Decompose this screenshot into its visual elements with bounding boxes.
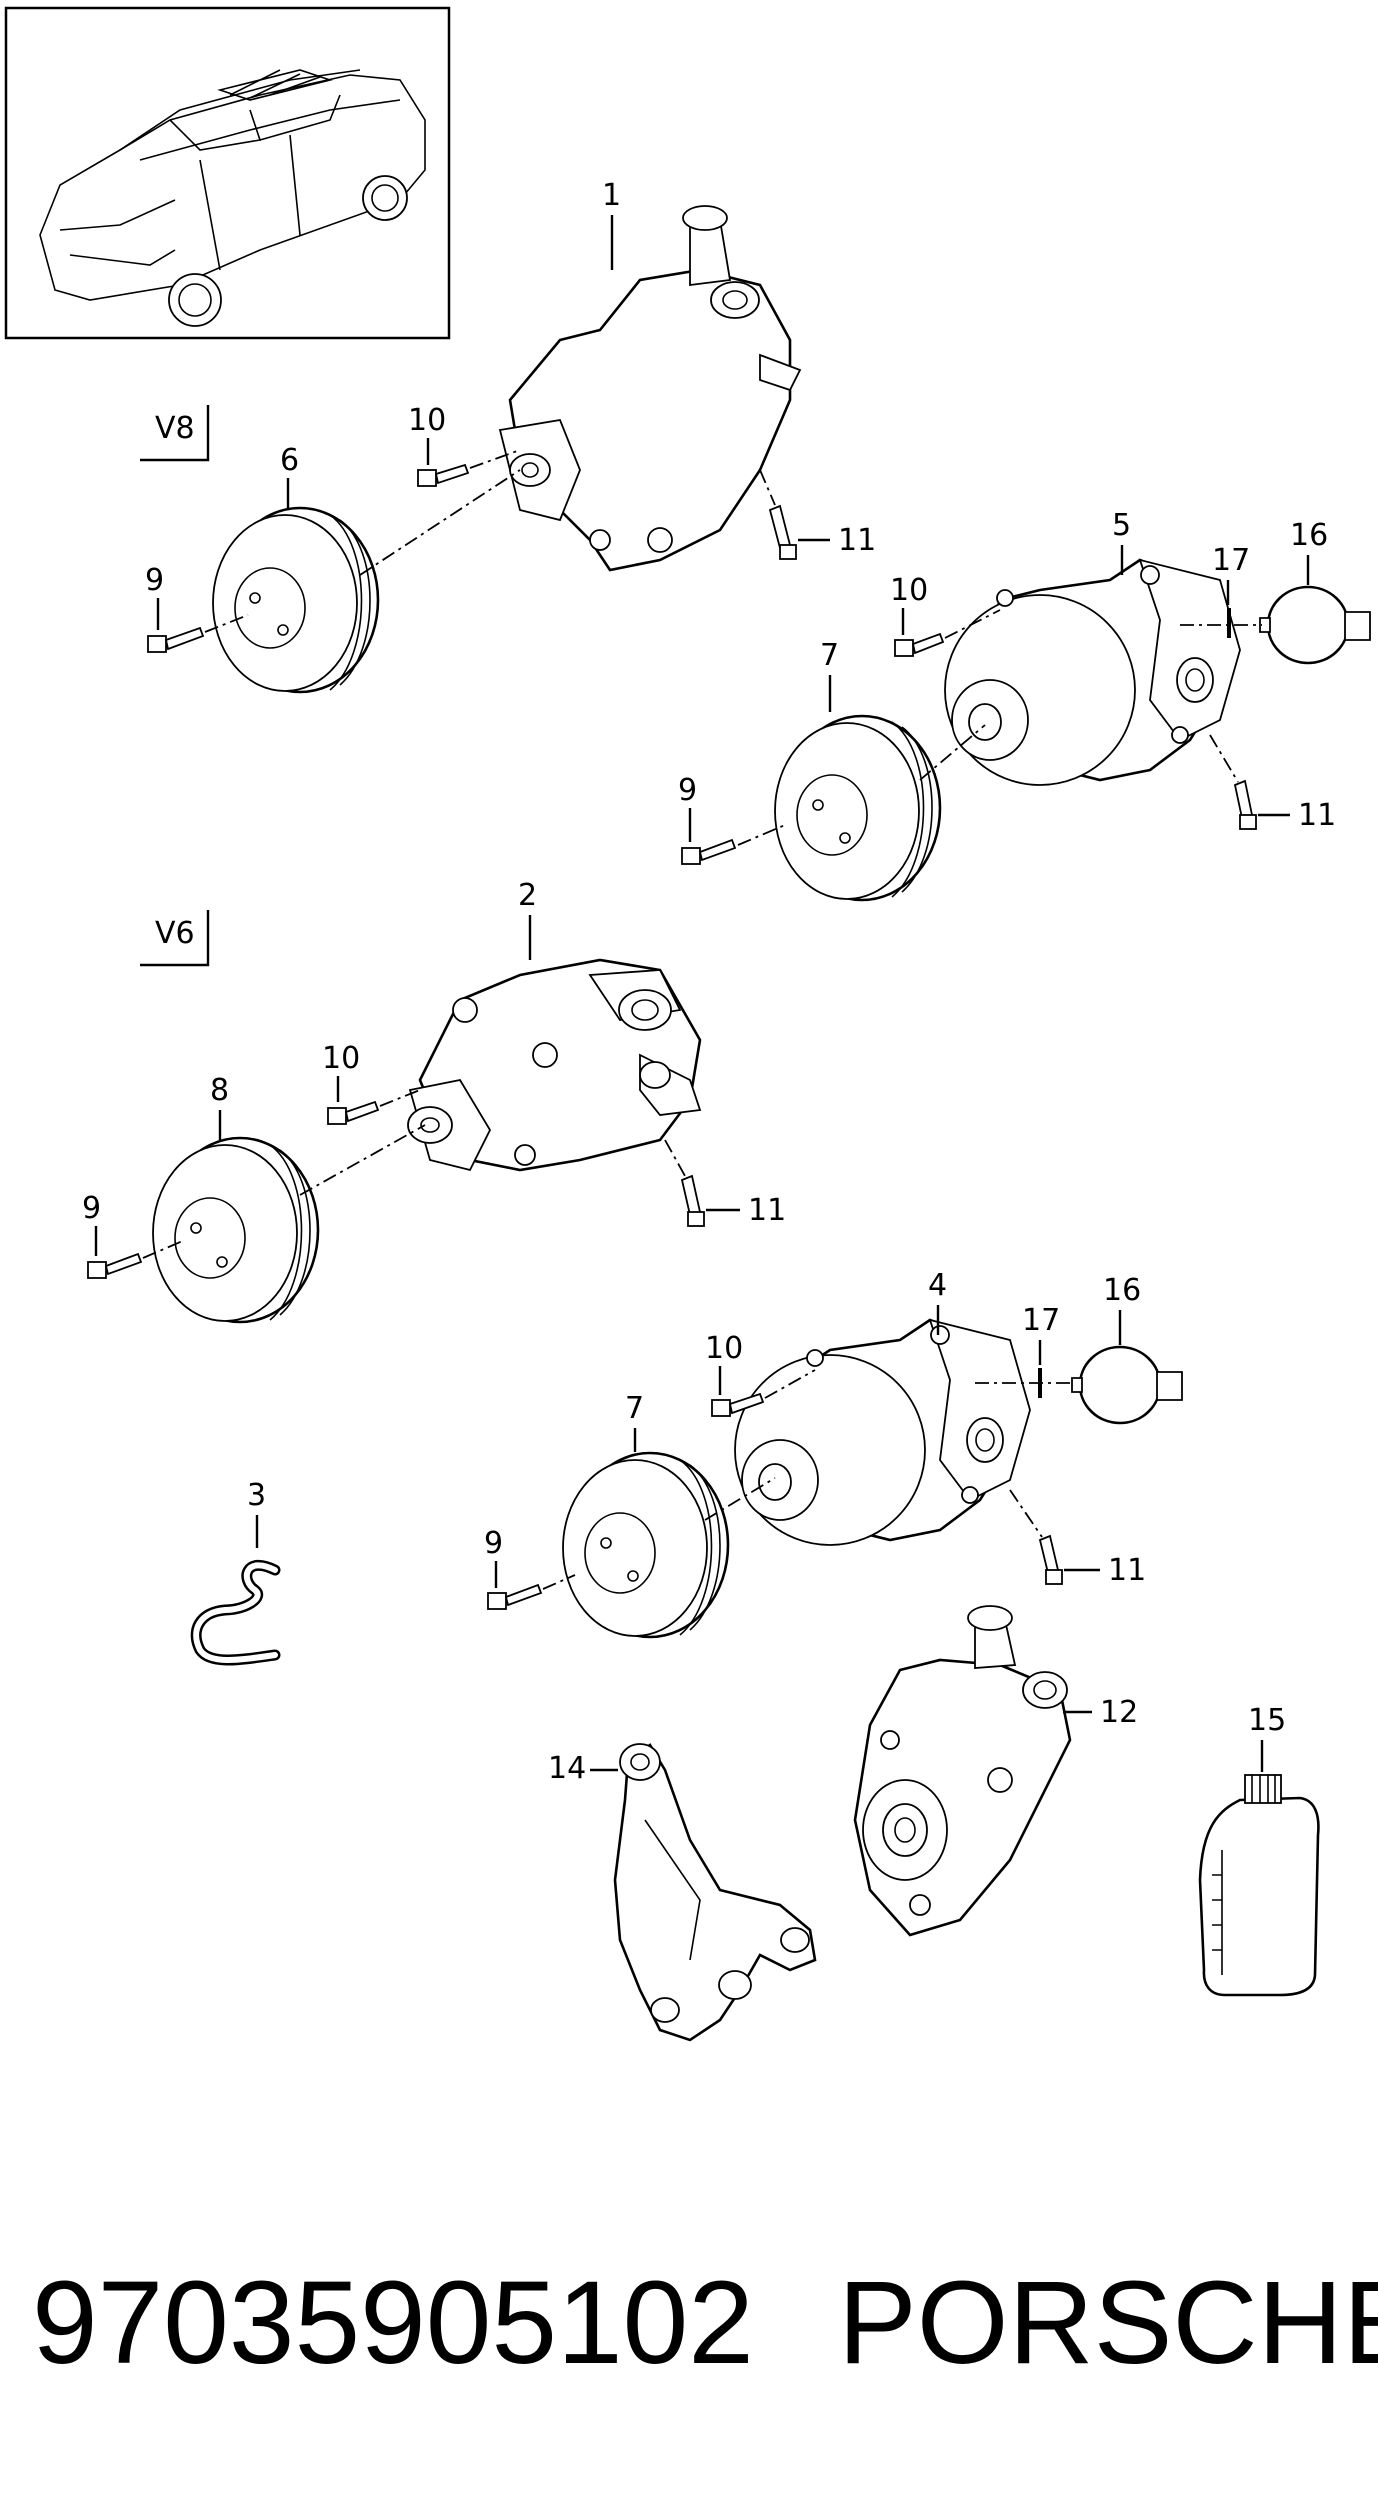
- callout-12: 12: [1100, 1695, 1138, 1730]
- power-steering-pump-12: [853, 1605, 1072, 1937]
- reservoir-16: [1071, 1345, 1183, 1425]
- bolt-11: [1233, 779, 1257, 830]
- part-number: 97035905102: [32, 2257, 754, 2389]
- callout-7: 7: [625, 1391, 644, 1426]
- callout-11: 11: [838, 523, 876, 558]
- pulley-6: [212, 506, 380, 694]
- callout-15: 15: [1248, 1703, 1286, 1738]
- callout-16: 16: [1290, 518, 1328, 553]
- callout-17: 17: [1212, 543, 1250, 578]
- vehicle-thumbnail: [4, 6, 451, 340]
- svg-text:V8: V8: [155, 411, 195, 446]
- power-steering-pump-5: [944, 558, 1241, 786]
- callout-11: 11: [1298, 798, 1336, 833]
- callout-10: 10: [408, 403, 446, 438]
- fluid-bottle-15: [1198, 1774, 1320, 1997]
- callout-7: 7: [820, 638, 839, 673]
- callout-10: 10: [705, 1331, 743, 1366]
- callout-8: 8: [210, 1073, 229, 1108]
- variant-label-v8: V8: [140, 405, 210, 462]
- power-steering-pump-2: [407, 958, 702, 1172]
- bolt-10: [417, 463, 470, 487]
- callout-9: 9: [145, 563, 164, 598]
- bolt-11: [768, 504, 797, 560]
- bolt-11: [680, 1174, 705, 1227]
- callout-3: 3: [247, 1478, 266, 1513]
- bracket-14: [613, 1743, 817, 2042]
- bolt-11: [1038, 1534, 1063, 1585]
- brand-name: PORSCHE: [838, 2257, 1378, 2389]
- callout-9: 9: [82, 1191, 101, 1226]
- seal-ring-17: [1227, 608, 1231, 638]
- bolt-9: [487, 1583, 543, 1610]
- callout-11: 11: [748, 1193, 786, 1228]
- bolt-10: [894, 632, 945, 657]
- bolt-9: [147, 626, 205, 653]
- callout-1: 1: [602, 178, 621, 213]
- svg-text:V6: V6: [155, 916, 195, 951]
- callout-17: 17: [1022, 1303, 1060, 1338]
- callout-10: 10: [890, 573, 928, 608]
- bolt-10: [327, 1100, 380, 1125]
- pulley-7: [774, 714, 942, 902]
- bolt-10: [711, 1392, 765, 1417]
- power-steering-pump-4: [734, 1318, 1031, 1546]
- callout-6: 6: [280, 443, 299, 478]
- callout-11: 11: [1108, 1553, 1146, 1588]
- bolt-9: [87, 1252, 143, 1279]
- power-steering-pump-1: [498, 205, 802, 572]
- callout-16: 16: [1103, 1273, 1141, 1308]
- callout-5: 5: [1112, 508, 1131, 543]
- bolt-9: [681, 838, 737, 865]
- hose-3: [190, 1559, 281, 1666]
- pulley-7: [562, 1451, 730, 1639]
- variant-label-v6: V6: [140, 910, 210, 967]
- reservoir-16: [1259, 585, 1371, 665]
- callout-9: 9: [484, 1526, 503, 1561]
- callout-10: 10: [322, 1041, 360, 1076]
- callout-9: 9: [678, 773, 697, 808]
- callout-14: 14: [548, 1751, 586, 1786]
- callout-4: 4: [928, 1268, 947, 1303]
- callout-2: 2: [518, 878, 537, 913]
- pulley-8: [152, 1136, 320, 1324]
